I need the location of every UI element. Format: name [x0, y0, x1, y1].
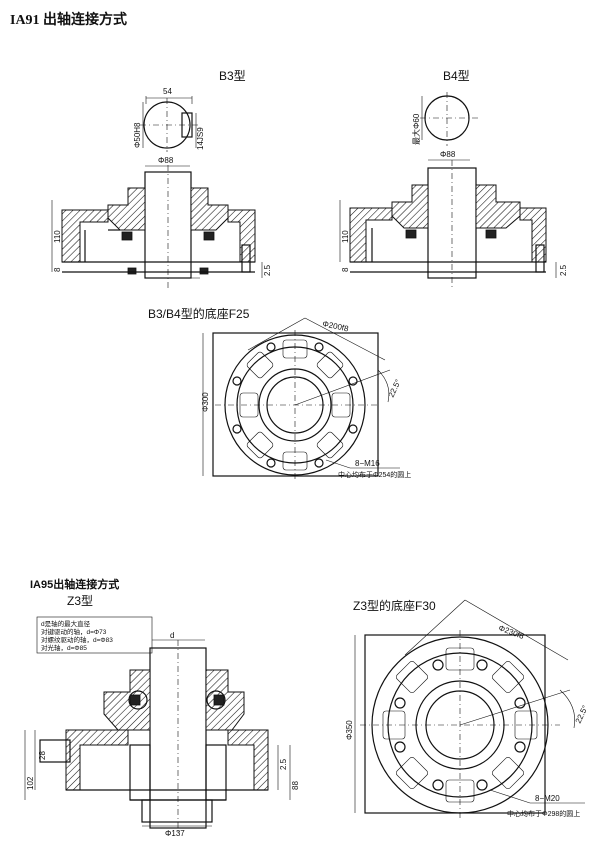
z3-dim-d: d [170, 631, 174, 640]
z3-note-box [36, 616, 153, 654]
b3-dim-110: 110 [53, 230, 62, 243]
f30-bolt: 8−M20 [535, 794, 560, 803]
b4-dim-phi88: Φ88 [440, 150, 456, 159]
b4-dim-8: 8 [341, 267, 350, 272]
b4-label: B4型 [443, 69, 470, 83]
z3-dim-88: 88 [291, 781, 300, 790]
z3-dim-102: 102 [26, 776, 35, 790]
b3-dim-phi88: Φ88 [158, 156, 174, 165]
b3-dim-14js9: 14JS9 [196, 127, 205, 150]
b4-dim-25: 2.5 [559, 264, 568, 276]
f30-drawing: Z3型的底座F30 Φ230f8 Φ350 22 [345, 598, 590, 820]
z3-dim-25: 2.5 [279, 758, 288, 770]
z3-drawing: Z3型 d是轴的最大直径 对键驱动的轴，d=Φ73 对螺纹驱动的轴，d=Φ83 … [24, 594, 300, 838]
f30-dim-230: Φ230f8 [497, 623, 525, 641]
b3-dim-25: 2.5 [263, 264, 272, 276]
f25-dim-300: Φ300 [201, 392, 210, 412]
b3-label: B3型 [219, 69, 246, 83]
b4-drawing: B4型 最大Φ60 Φ88 110 8 2.5 [339, 69, 568, 290]
b4-dim-110: 110 [341, 230, 350, 243]
z3-note-line-4: 对光轴，d=Φ85 [41, 643, 87, 652]
f25-angle: 22.5° [387, 378, 403, 399]
z3-note-line-3: 对螺纹驱动的轴，d=Φ83 [41, 635, 113, 644]
f25-square-plate [212, 332, 379, 477]
main-title: IA91 出轴连接方式 [10, 11, 127, 28]
f30-angle: 22.5° [574, 704, 590, 725]
f30-square-plate [364, 634, 546, 814]
b3-dim-8: 8 [53, 267, 62, 272]
f25-bolt-note: 中心均布于Φ254的圆上 [338, 470, 411, 479]
f25-bolt: 8−M16 [355, 459, 380, 468]
b4-dim-phi60: 最大Φ60 [411, 113, 421, 145]
ia95-title: IA95出轴连接方式 [30, 577, 119, 591]
f30-label: Z3型的底座F30 [353, 598, 436, 613]
f25-dim-200: Φ200f8 [322, 319, 350, 333]
f25-drawing: B3/B4型的底座F25 Φ200f8 Φ30 [148, 306, 411, 480]
f30-dim-350: Φ350 [345, 720, 354, 740]
b3-dim-phi50: Φ50H8 [133, 122, 142, 148]
z3-label: Z3型 [67, 594, 93, 608]
f25-label: B3/B4型的底座F25 [148, 306, 250, 321]
b3-dim-54: 54 [163, 87, 172, 96]
z3-note-line-2: 对键驱动的轴，d=Φ73 [41, 627, 107, 636]
z3-dim-phi137: Φ137 [165, 829, 185, 838]
b3-drawing: B3型 54 Φ50H8 14JS9 Φ88 [51, 69, 272, 290]
f30-bolt-note: 中心均布于Φ298的圆上 [507, 809, 580, 818]
z3-dim-28: 28 [38, 751, 47, 760]
z3-note-line-1: d是轴的最大直径 [41, 619, 91, 628]
